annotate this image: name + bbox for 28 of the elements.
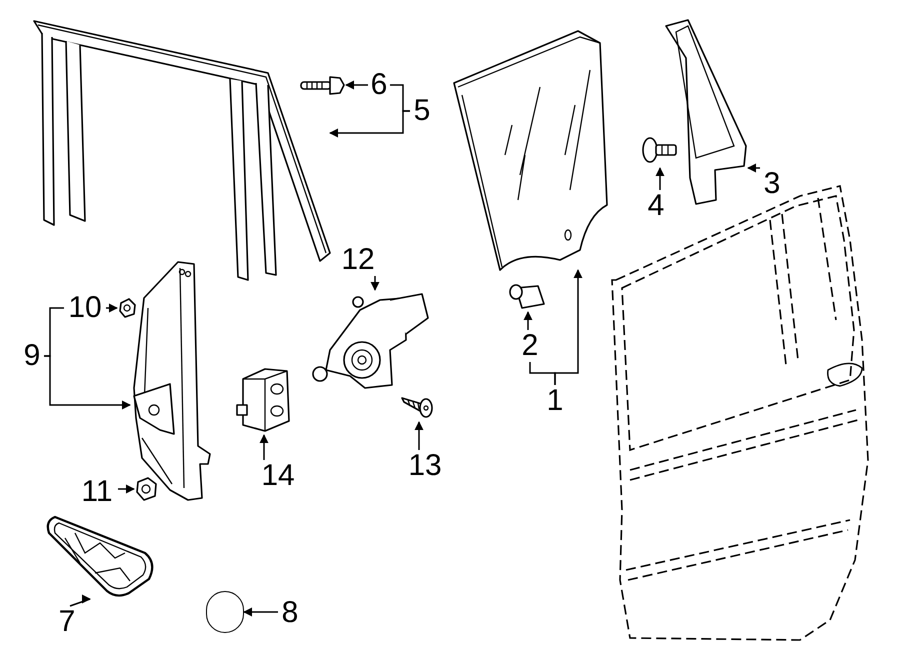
callout-number: 7 — [58, 607, 76, 637]
leader-arrow — [118, 484, 135, 494]
callout-number: 9 — [24, 341, 40, 371]
callout-number: 1 — [546, 386, 564, 416]
callout-number: 14 — [261, 461, 295, 491]
leader-arrow — [747, 164, 760, 172]
leader-arrow — [106, 304, 118, 312]
callout-number: 10 — [68, 293, 102, 323]
leader-arrow — [345, 80, 368, 90]
callout-number: 2 — [522, 331, 538, 361]
leader-line — [44, 307, 64, 357]
callout-number: 6 — [370, 70, 388, 100]
callout-number: 5 — [414, 96, 430, 126]
leader-arrow — [414, 421, 424, 450]
leader-arrow — [656, 167, 664, 190]
callout-number: 8 — [282, 598, 298, 628]
callout-number: 3 — [764, 169, 780, 199]
callout-number: 11 — [81, 477, 113, 507]
callout-number: 13 — [408, 451, 442, 481]
callout-number: 4 — [648, 191, 664, 221]
leader-arrow — [243, 608, 278, 616]
callout-number: 12 — [341, 245, 375, 275]
leader-line — [390, 84, 410, 112]
leader-arrow — [370, 276, 380, 291]
leader-arrow — [69, 597, 91, 607]
leader-arrow — [524, 311, 532, 330]
leader-line — [529, 362, 556, 385]
leader-arrow — [260, 434, 268, 460]
